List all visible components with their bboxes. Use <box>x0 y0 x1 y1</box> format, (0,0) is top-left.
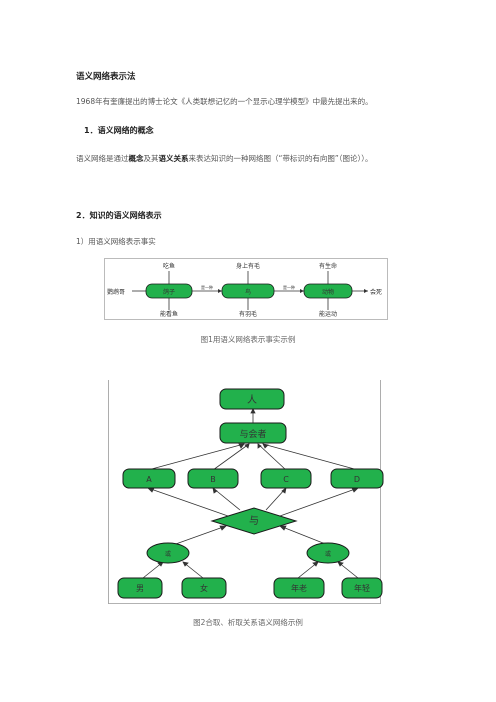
fig2-arrow-and-c <box>281 487 287 494</box>
fig2-arrow-or1-and <box>219 525 227 531</box>
fig1-bottom-label-2: 有羽毛 <box>239 310 257 318</box>
fig2-node-d <box>330 468 384 489</box>
fig2-arrow-l2-top <box>250 408 256 414</box>
fig2-arrow-or2-and <box>279 525 287 531</box>
fig2-arrow-and-d <box>351 487 359 493</box>
fig1-left-label: 鹦鹉哥 <box>107 288 125 296</box>
fig2-edge-c <box>257 443 287 471</box>
fig1-right-label: 会死 <box>370 288 382 296</box>
fig2-edge-b <box>212 443 250 471</box>
fig2-label-female: 女 <box>200 583 208 593</box>
fig2-label-b: B <box>210 475 216 484</box>
fig2-node-female <box>181 577 227 599</box>
fig1-top-label-1: 吃鱼 <box>163 262 175 270</box>
fig1-top-label-3: 有生命 <box>319 262 337 270</box>
fig1-edge-label-2: 是一种 <box>283 284 295 290</box>
fig2-arrow-female <box>182 561 189 567</box>
fig2-edge-and-b <box>212 487 241 511</box>
figure2-caption: 图2合取、析取关系语义网络示例 <box>193 618 303 627</box>
fig1-node-1 <box>145 283 193 299</box>
fig2-node-old <box>273 577 325 599</box>
s1-post: 来表达知识的一种网络图（“带标识的有向图”（图论））。 <box>188 154 373 163</box>
fig2-label-d: D <box>354 475 360 484</box>
fig2-node-top <box>219 388 285 410</box>
fig2-node-level2 <box>219 422 287 444</box>
fig1-bottom-label-3: 能运动 <box>319 310 337 318</box>
fig2-arrow-c <box>257 443 262 449</box>
fig2-arrow-a <box>238 443 245 449</box>
fig2-label-or-2: 或 <box>325 550 331 558</box>
fig2-node-a <box>122 468 176 489</box>
fig2-arrow-and-a <box>147 487 155 493</box>
fig2-arrow-old <box>312 561 319 567</box>
fig1-arrow-right <box>364 289 368 293</box>
fig2-node-young <box>341 577 383 599</box>
fig2-node-male <box>117 577 163 599</box>
fig1-arrow-1 <box>218 289 222 293</box>
fig1-node-3-label: 动物 <box>322 288 334 296</box>
fig2-label-and: 与 <box>249 515 259 527</box>
fig2-edge-and-a <box>147 487 229 517</box>
figure2-semantic-network: 人 与会者 A B C D 与 或 或 男 女 年老 年轻 <box>108 380 384 604</box>
fig2-arrow-young <box>337 561 344 567</box>
fig2-arrow-d <box>262 443 269 449</box>
fig2-label-top: 人 <box>247 394 257 406</box>
fig2-label-old: 年老 <box>291 583 307 593</box>
fig2-edge-or1-and <box>172 525 227 546</box>
fig1-arrow-2 <box>300 289 304 293</box>
s1-bold-relation: 语义关系 <box>158 154 189 163</box>
fig2-label-a: A <box>146 475 152 484</box>
fig2-arrow-b <box>244 443 250 449</box>
fig1-node-2 <box>221 283 275 299</box>
fig2-node-or-1 <box>146 542 190 564</box>
page-title: 语义网络表示法 <box>76 72 136 82</box>
section1-heading: 1．语义网络的概念 <box>84 126 154 135</box>
fig2-node-or-2 <box>306 542 350 564</box>
fig2-edge-d <box>262 443 359 471</box>
section2-heading: 2．知识的语义网络表示 <box>76 211 162 220</box>
figure1-caption: 图1用语义网络表示事实示例 <box>200 335 296 344</box>
fig1-node-2-label: 鸟 <box>245 288 251 296</box>
fig2-node-c <box>260 468 312 489</box>
fig2-label-or-1: 或 <box>165 550 171 558</box>
fig2-edge-a <box>147 443 245 471</box>
fig2-label-c: C <box>283 475 289 484</box>
figure1-semantic-network: 鸽子 鸟 动物 是一种 是一种 鹦鹉哥 会死 吃鱼 身上有毛 有生命 能看鱼 有… <box>104 258 388 320</box>
fig1-top-label-2: 身上有毛 <box>236 262 260 270</box>
fig2-node-and-diamond <box>210 507 298 535</box>
fig2-label-level2: 与会者 <box>239 428 266 440</box>
subsection-1: 1）用语义网络表示事实 <box>76 237 156 246</box>
fig1-node-1-label: 鸽子 <box>163 288 175 296</box>
s1-bold-concept: 概念 <box>128 154 144 163</box>
fig1-bottom-label-1: 能看鱼 <box>160 310 178 318</box>
intro-paragraph: 1968年有奎廉提出的博士论文《人类联想记忆的一个显示心理学模型》中最先提出来的… <box>76 97 373 106</box>
s1-mid: 及其 <box>143 154 159 163</box>
fig2-arrow-and-b <box>212 487 218 494</box>
fig2-edge-or2-and <box>279 525 329 546</box>
fig1-edge-label-1: 是一种 <box>201 284 213 290</box>
fig2-label-young: 年轻 <box>354 583 370 593</box>
fig2-node-b <box>187 468 239 489</box>
section1-paragraph: 语义网络是通过概念及其语义关系来表达知识的一种网络图（“带标识的有向图”（图论）… <box>76 153 373 164</box>
fig1-node-3 <box>303 283 353 299</box>
fig2-edge-and-d <box>279 487 359 517</box>
fig2-label-male: 男 <box>136 584 144 593</box>
s1-pre: 语义网络是通过 <box>76 154 129 163</box>
